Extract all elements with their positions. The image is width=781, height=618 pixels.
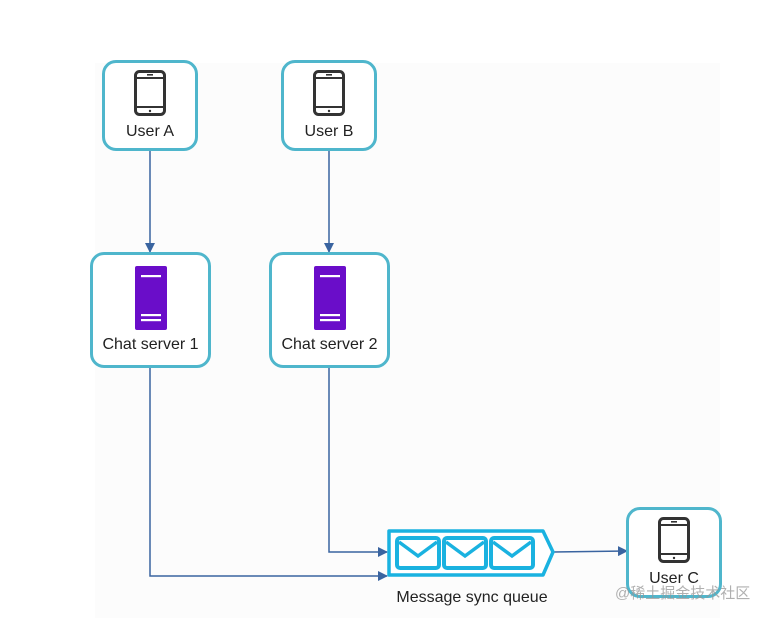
node-user-b[interactable]: User B	[281, 60, 377, 151]
mobile-phone-icon	[313, 70, 345, 116]
node-user-a[interactable]: User A	[102, 60, 198, 151]
mobile-phone-icon	[658, 517, 690, 563]
server-icon	[314, 266, 346, 330]
message-queue-icon	[387, 529, 555, 577]
envelope-icon	[489, 536, 535, 570]
node-chat-server-2[interactable]: Chat server 2	[269, 252, 390, 368]
edge-chat-server-1-to-queue	[149, 368, 388, 581]
mobile-phone-icon	[134, 70, 166, 116]
node-label: User C	[649, 570, 699, 587]
node-label: User B	[304, 123, 354, 140]
edge-queue-to-user-c	[552, 546, 628, 557]
envelope-icon	[442, 536, 488, 570]
watermark: @稀土掘金技术社区	[615, 585, 751, 602]
queue-label: Message sync queue	[396, 589, 548, 606]
node-label: Chat server 2	[281, 336, 378, 353]
node-chat-server-1[interactable]: Chat server 1	[90, 252, 211, 368]
server-icon	[135, 266, 167, 330]
envelope-icon	[395, 536, 441, 570]
node-label: Chat server 1	[102, 336, 199, 353]
edge-chat-server-2-to-queue	[328, 368, 388, 557]
node-label: User A	[125, 123, 174, 140]
node-user-c[interactable]: User C	[626, 507, 722, 598]
